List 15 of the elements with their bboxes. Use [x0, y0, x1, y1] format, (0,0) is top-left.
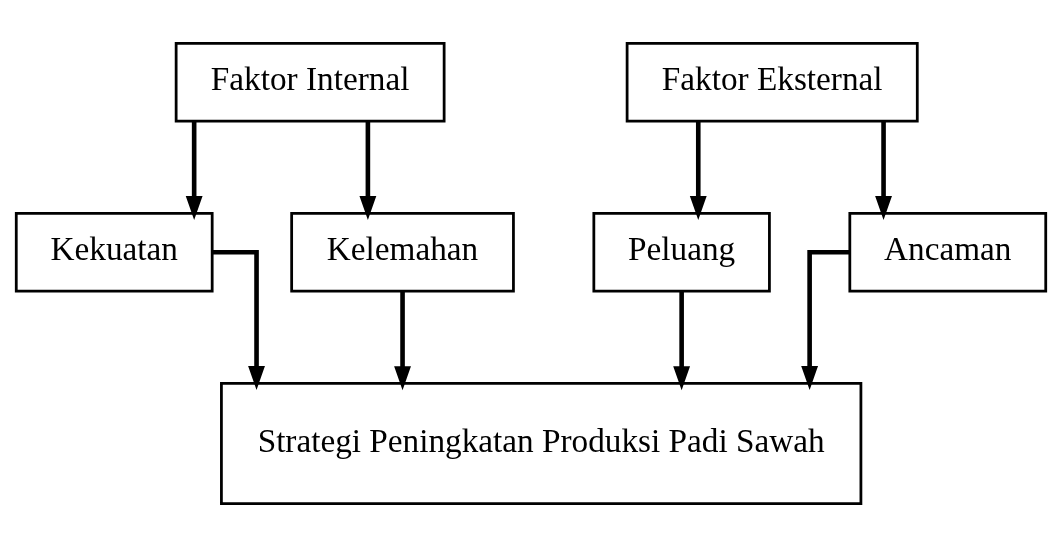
arrow — [689, 121, 707, 221]
node-box: Ancaman — [848, 212, 1048, 293]
node-box: Kelemahan — [290, 212, 515, 293]
arrow — [359, 121, 377, 221]
arrow — [801, 249, 850, 390]
node-box: Kekuatan — [14, 212, 214, 293]
node-box: Faktor Internal — [174, 42, 446, 123]
arrow — [185, 121, 203, 221]
node-box: Peluang — [592, 212, 771, 293]
node-box: Faktor Eksternal — [625, 42, 919, 123]
arrow — [875, 121, 892, 221]
node-box: Strategi Peningkatan Produksi Padi Sawah — [220, 382, 863, 505]
arrow — [673, 291, 691, 391]
arrow — [212, 249, 265, 390]
arrow — [394, 291, 411, 391]
